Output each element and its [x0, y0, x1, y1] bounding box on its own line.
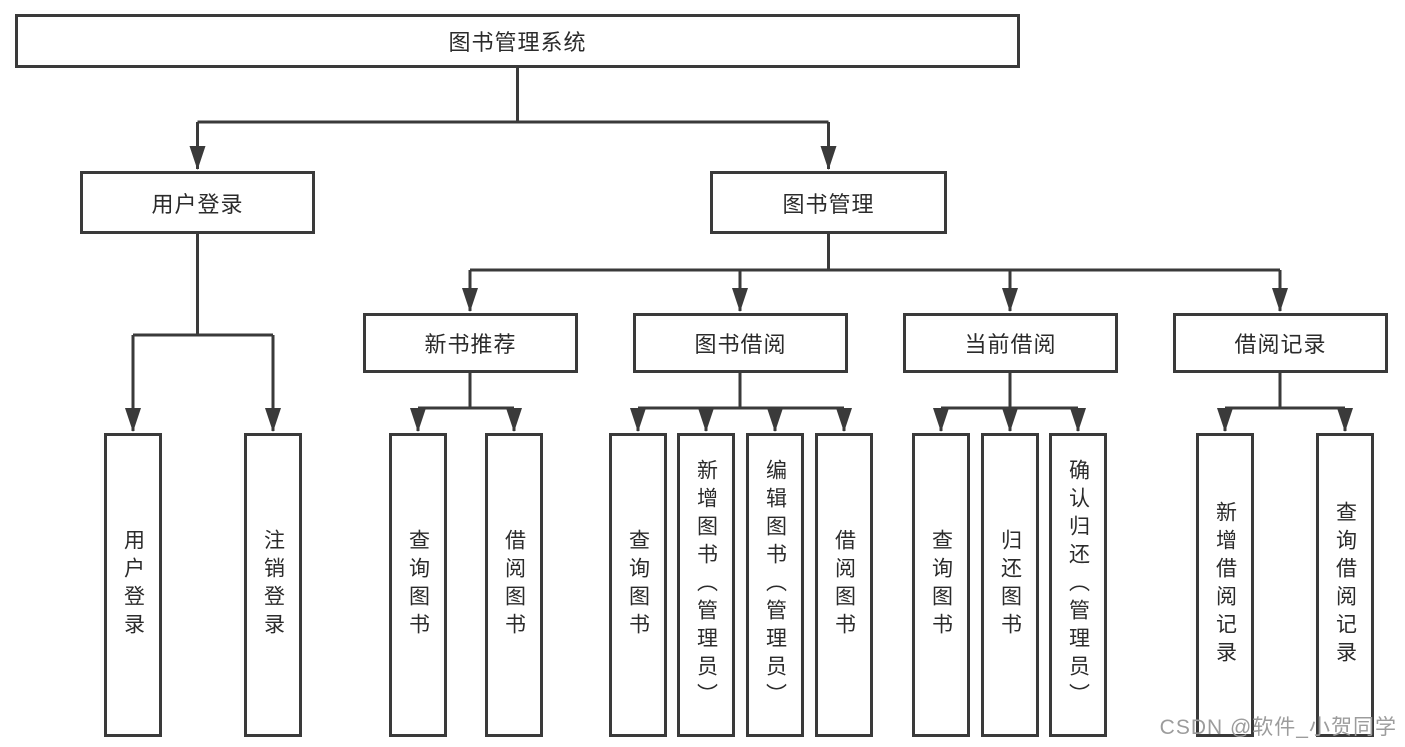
- leaf-borrow-query-books: 查询图书: [609, 433, 667, 737]
- node-label: 用户登录: [151, 191, 244, 217]
- node-label: 借阅记录: [1234, 332, 1327, 357]
- leaf-borrow-borrow-books: 借阅图书: [815, 433, 873, 737]
- node-label: 借阅图书: [502, 529, 526, 641]
- leaf-return-books: 归还图书: [981, 433, 1039, 737]
- node-label: 归还图书: [998, 529, 1022, 641]
- node-current-borrowing: 当前借阅: [903, 313, 1118, 373]
- node-label: 查询借阅记录: [1333, 501, 1357, 669]
- node-book-management: 图书管理: [710, 171, 947, 234]
- node-label: 图书借阅: [694, 332, 787, 357]
- node-user-login: 用户登录: [80, 171, 315, 234]
- node-label: 注销登录: [261, 529, 285, 641]
- csdn-watermark: CSDN @软件_小贺同学: [1159, 716, 1397, 739]
- node-label: 查询图书: [406, 529, 430, 641]
- node-label: 确认归还（管理员）: [1066, 459, 1090, 711]
- node-new-book-recommendation: 新书推荐: [363, 313, 578, 373]
- leaf-user-login: 用户登录: [104, 433, 162, 737]
- node-label: 查询图书: [929, 529, 953, 641]
- leaf-add-book-admin: 新增图书（管理员）: [677, 433, 735, 737]
- leaf-confirm-return-admin: 确认归还（管理员）: [1049, 433, 1107, 737]
- leaf-rec-borrow-books: 借阅图书: [485, 433, 543, 737]
- node-label: 新书推荐: [424, 332, 517, 357]
- leaf-current-query-books: 查询图书: [912, 433, 970, 737]
- leaf-query-borrow-record: 查询借阅记录: [1316, 433, 1374, 737]
- node-label: 当前借阅: [964, 332, 1057, 357]
- node-label: 用户登录: [121, 529, 145, 641]
- node-book-borrowing: 图书借阅: [633, 313, 848, 373]
- node-library-management-system: 图书管理系统: [15, 14, 1020, 68]
- node-borrowing-records: 借阅记录: [1173, 313, 1388, 373]
- leaf-logout: 注销登录: [244, 433, 302, 737]
- node-label: 新增图书（管理员）: [694, 459, 718, 711]
- leaf-rec-query-books: 查询图书: [389, 433, 447, 737]
- node-label: 查询图书: [626, 529, 650, 641]
- node-label: 图书管理系统: [448, 30, 587, 55]
- node-label: 图书管理: [782, 191, 875, 217]
- leaf-edit-book-admin: 编辑图书（管理员）: [746, 433, 804, 737]
- node-label: 编辑图书（管理员）: [763, 459, 787, 711]
- node-label: 借阅图书: [832, 529, 856, 641]
- leaf-add-borrow-record: 新增借阅记录: [1196, 433, 1254, 737]
- node-label: 新增借阅记录: [1213, 501, 1237, 669]
